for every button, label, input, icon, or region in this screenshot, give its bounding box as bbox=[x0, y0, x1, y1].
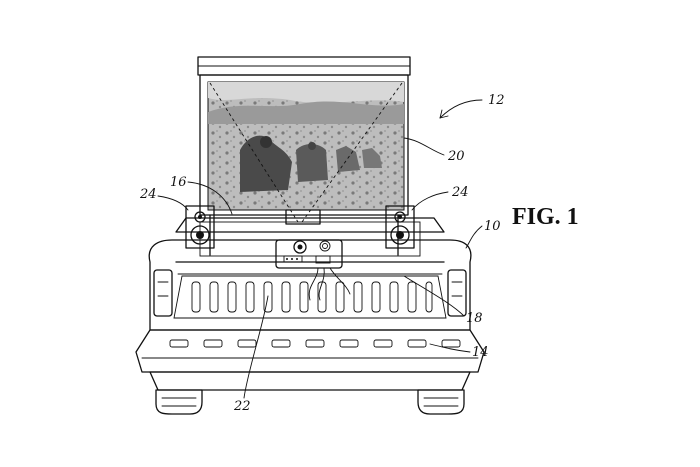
taillight-left bbox=[153, 269, 173, 317]
leader-14 bbox=[429, 343, 471, 353]
leader-24-right bbox=[411, 191, 449, 211]
ref-20: 20 bbox=[447, 149, 465, 164]
ref-24-right: 24 bbox=[451, 185, 469, 200]
speaker-right bbox=[385, 205, 415, 249]
leader-12 bbox=[439, 99, 483, 119]
tire-left bbox=[155, 389, 203, 415]
projector bbox=[275, 239, 351, 301]
truck bbox=[135, 217, 485, 415]
projection-screen bbox=[197, 56, 411, 256]
figure-label: FIG. 1 bbox=[512, 204, 579, 230]
speaker-left bbox=[185, 205, 215, 249]
leader-10 bbox=[465, 225, 483, 249]
tire-right bbox=[417, 389, 465, 415]
truck-body bbox=[148, 239, 472, 331]
taillight-right bbox=[447, 269, 467, 317]
leader-16 bbox=[187, 181, 233, 215]
ref-10: 10 bbox=[484, 219, 501, 234]
ref-18: 18 bbox=[466, 311, 483, 326]
ref-16: 16 bbox=[170, 175, 187, 190]
leader-18 bbox=[403, 275, 465, 317]
leader-20 bbox=[403, 137, 445, 156]
truck-cab bbox=[175, 217, 445, 233]
leader-22 bbox=[243, 295, 269, 399]
ref-24-left: 24 bbox=[139, 187, 157, 202]
ref-12: 12 bbox=[488, 93, 505, 108]
ref-22: 22 bbox=[233, 399, 251, 414]
screen-frame bbox=[199, 74, 409, 216]
leader-24-left bbox=[157, 195, 189, 211]
tailgate bbox=[135, 329, 485, 391]
ref-14: 14 bbox=[472, 345, 489, 360]
truck-bed bbox=[173, 275, 447, 319]
arrow-12 bbox=[439, 109, 449, 119]
